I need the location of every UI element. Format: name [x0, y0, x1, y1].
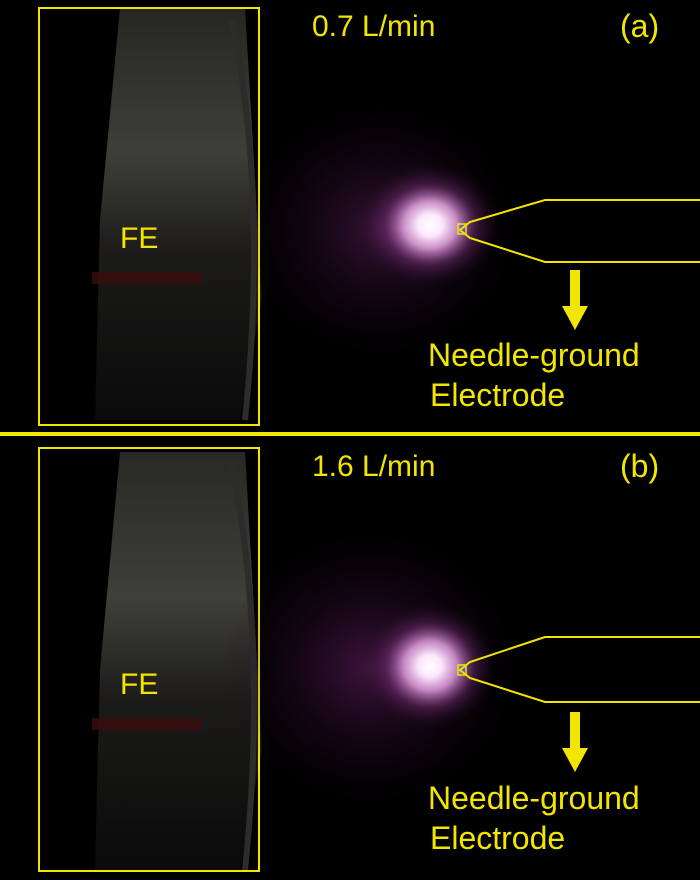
red-reflection	[92, 272, 202, 284]
photo-panel-b: 1.6 L/min (b) FE Needle-ground Electrode	[0, 440, 700, 880]
electrode-label-line1: Needle-ground	[428, 780, 640, 816]
electrode-label-line2: Electrode	[430, 820, 566, 856]
arrow-down-icon	[562, 270, 588, 330]
flow-rate-label: 1.6 L/min	[312, 450, 436, 483]
needle-outline	[458, 199, 700, 263]
plasma-scene-b	[0, 440, 700, 880]
needle-tip-box	[457, 664, 467, 676]
fe-label: FE	[120, 222, 159, 255]
fe-label: FE	[120, 668, 159, 701]
electrode-label: Needle-ground Electrode	[428, 778, 640, 858]
electrode-label: Needle-ground Electrode	[428, 335, 640, 415]
electrode-label-line2: Electrode	[430, 377, 566, 413]
film-electrode-body	[95, 452, 262, 870]
panel-divider	[0, 432, 700, 436]
arrow-down-icon	[562, 712, 588, 772]
needle-outline	[458, 636, 700, 703]
panel-tag: (a)	[620, 8, 660, 44]
needle-tip-box	[457, 223, 467, 235]
flow-rate-label: 0.7 L/min	[312, 10, 436, 43]
plasma-glow	[360, 163, 500, 287]
film-electrode-body	[95, 8, 262, 420]
plasma-scene-a	[0, 0, 700, 432]
panel-tag: (b)	[620, 448, 660, 484]
red-reflection	[92, 718, 202, 730]
electrode-label-line1: Needle-ground	[428, 337, 640, 373]
photo-panel-a: 0.7 L/min (a) FE Needle-ground Electrode	[0, 0, 700, 432]
plasma-glow	[364, 604, 496, 728]
